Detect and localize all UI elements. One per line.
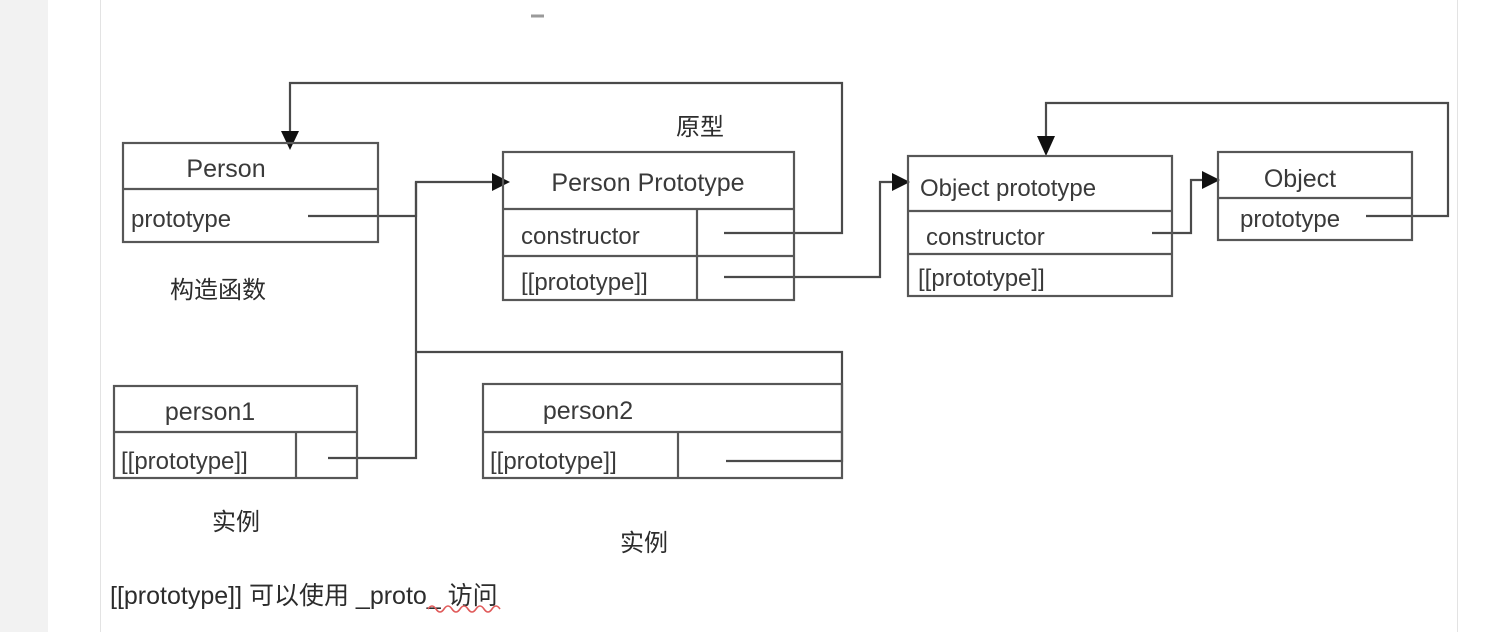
arrow-into-person-top xyxy=(281,131,299,150)
arrow-into-object-prototype-left xyxy=(892,173,910,191)
person1-title: person1 xyxy=(165,398,255,426)
edge-objectprototype-constructor-to-object xyxy=(1152,171,1220,235)
person-prototype-row-proto: [[prototype]] xyxy=(521,269,648,296)
edge-object-prototype-to-objectprototype xyxy=(1037,101,1450,218)
arrow-into-object xyxy=(1202,171,1220,189)
node-object-prototype[interactable]: Object prototype constructor [[prototype… xyxy=(906,154,1174,298)
person2-row-proto: [[prototype]] xyxy=(490,448,617,475)
person2-caption: 实例 xyxy=(620,530,668,557)
person-row-prototype: prototype xyxy=(131,206,231,233)
footnote-text: [[prototype]] 可以使用 _proto_ 访问 xyxy=(110,582,498,610)
person-prototype-row-constructor: constructor xyxy=(521,223,640,250)
node-person[interactable]: Person prototype xyxy=(121,141,380,244)
object-prototype-row-constructor: constructor xyxy=(926,224,1045,251)
edge-personprototype-proto-to-objectprototype xyxy=(724,173,910,279)
edge-person-prototype-to-person-prototype-box xyxy=(308,173,510,218)
left-white-gutter xyxy=(48,0,100,632)
edge-personprototype-constructor-to-person xyxy=(281,81,844,235)
edge-person1-to-person-prototype xyxy=(328,182,418,460)
arrow-into-object-prototype-top xyxy=(1037,136,1055,156)
node-object[interactable]: Object prototype xyxy=(1216,150,1414,242)
node-person2[interactable]: person2 [[prototype]] xyxy=(481,382,844,480)
person-caption: 构造函数 xyxy=(170,277,266,304)
person-prototype-title: Person Prototype xyxy=(551,169,744,197)
object-prototype-title: Object prototype xyxy=(920,175,1096,202)
node-person-prototype[interactable]: Person Prototype constructor [[prototype… xyxy=(501,150,796,302)
person1-row-proto: [[prototype]] xyxy=(121,448,248,475)
object-prototype-row-proto: [[prototype]] xyxy=(918,265,1045,292)
person2-title: person2 xyxy=(543,397,633,425)
node-person1[interactable]: person1 [[prototype]] xyxy=(112,384,359,480)
arrow-into-person-prototype xyxy=(492,173,510,191)
spellcheck-squiggle-underline xyxy=(427,605,501,613)
object-row-prototype: prototype xyxy=(1240,206,1340,233)
object-title: Object xyxy=(1264,165,1336,193)
content-panel xyxy=(100,0,1458,632)
person1-caption: 实例 xyxy=(212,509,260,536)
person-title: Person xyxy=(186,155,265,183)
left-gray-gutter xyxy=(0,0,48,632)
person-prototype-caption: 原型 xyxy=(676,114,724,141)
